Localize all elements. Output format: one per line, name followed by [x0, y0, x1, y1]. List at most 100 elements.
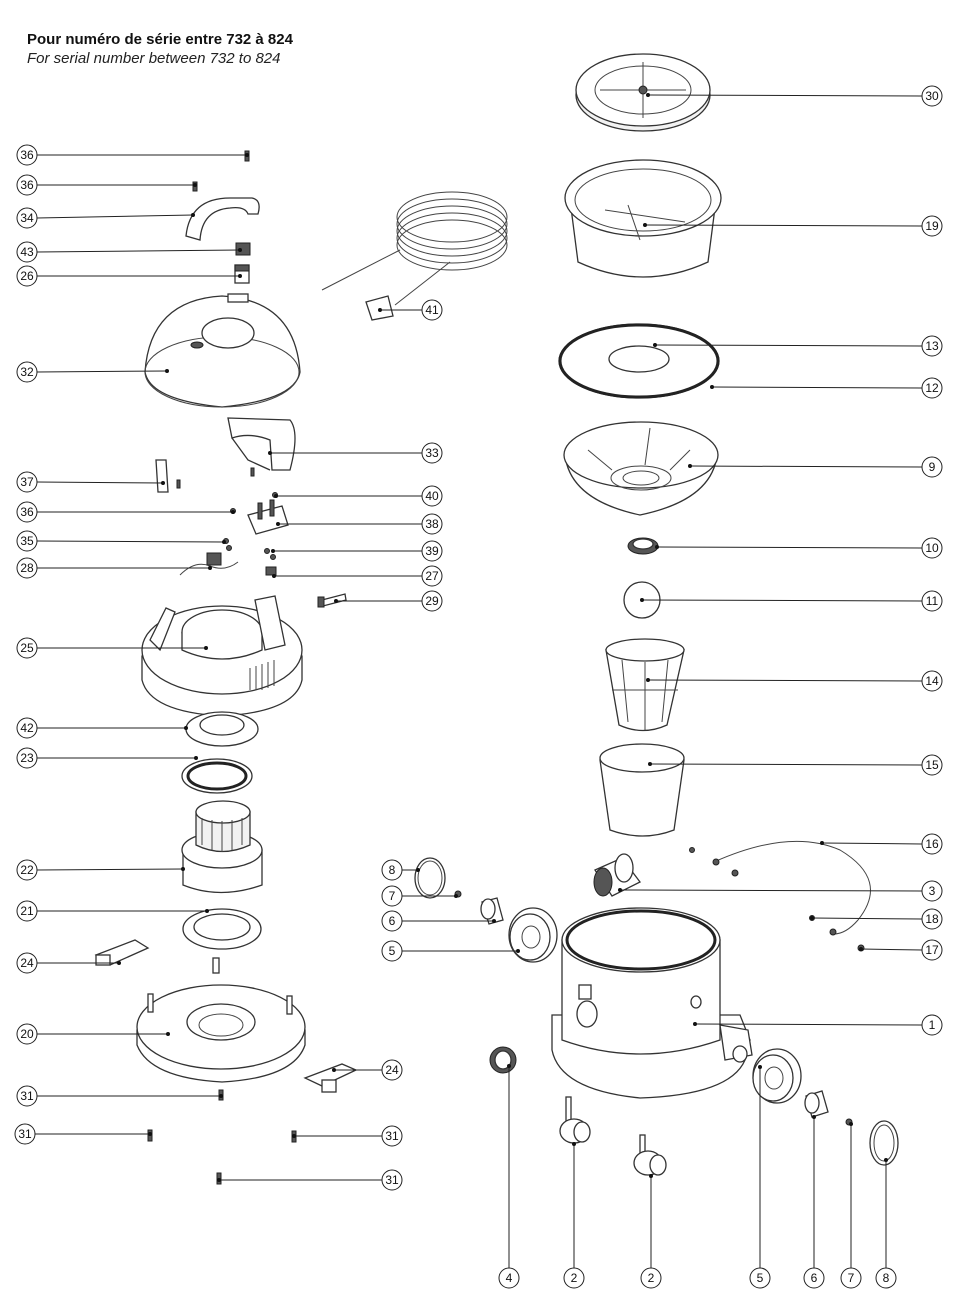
part-42-seal-ring — [185, 711, 259, 747]
part-22-motor — [181, 800, 263, 894]
part-32-motor-cover — [144, 293, 301, 408]
svg-text:6: 6 — [811, 1271, 818, 1285]
part-21-seal-ring — [182, 908, 262, 950]
part-8-cover-b — [869, 1120, 899, 1166]
callout-1: 1 — [693, 1014, 943, 1036]
part-39-27-29-small — [264, 548, 347, 608]
part-2-caster-a — [559, 1096, 591, 1144]
callout-5-a: 5 — [381, 940, 520, 962]
callout-36-a: 36 — [16, 144, 249, 166]
part-25-motor-housing — [141, 595, 303, 717]
svg-text:13: 13 — [925, 339, 939, 353]
svg-text:36: 36 — [20, 148, 34, 162]
callout-31-d: 31 — [217, 1169, 403, 1191]
svg-text:11: 11 — [926, 594, 939, 608]
callout-30: 30 — [646, 85, 943, 107]
part-24-latch-b — [303, 1063, 358, 1093]
callout-37: 37 — [16, 471, 165, 493]
svg-text:28: 28 — [20, 561, 34, 575]
callout-31-c: 31 — [292, 1125, 403, 1147]
svg-text:2: 2 — [571, 1271, 578, 1285]
part-33-switch-housing — [227, 417, 296, 477]
callout-36-b: 36 — [16, 174, 197, 196]
part-38-terminal-block — [230, 492, 289, 535]
callout-36-c: 36 — [16, 501, 235, 523]
header: Pour numéro de série entre 732 à 824 For… — [27, 30, 293, 68]
callout-2-a: 2 — [563, 1142, 585, 1289]
callout-41: 41 — [378, 299, 443, 321]
part-24-latch-a — [94, 939, 150, 966]
svg-text:32: 32 — [20, 365, 34, 379]
svg-text:24: 24 — [20, 956, 34, 970]
callout-23: 23 — [16, 747, 198, 769]
svg-text:19: 19 — [925, 219, 939, 233]
part-4-cap — [489, 1046, 517, 1074]
callout-8-a: 8 — [381, 859, 420, 881]
svg-text:10: 10 — [925, 541, 939, 555]
part-31-screws — [147, 1089, 297, 1185]
callout-43: 43 — [16, 241, 242, 263]
svg-text:31: 31 — [385, 1173, 399, 1187]
svg-text:26: 26 — [20, 269, 34, 283]
callout-40: 40 — [274, 485, 443, 507]
svg-text:42: 42 — [20, 721, 34, 735]
callout-32: 32 — [16, 361, 169, 383]
svg-text:31: 31 — [18, 1127, 32, 1141]
svg-text:2: 2 — [648, 1271, 655, 1285]
callout-39: 39 — [271, 540, 443, 562]
callout-14: 14 — [646, 670, 943, 692]
svg-text:36: 36 — [20, 505, 34, 519]
svg-text:41: 41 — [425, 303, 439, 317]
callout-8-b: 8 — [875, 1158, 897, 1289]
callout-4: 4 — [498, 1064, 520, 1289]
callout-18: 18 — [810, 908, 943, 930]
svg-text:43: 43 — [20, 245, 34, 259]
callout-9: 9 — [688, 456, 943, 478]
svg-text:15: 15 — [925, 758, 939, 772]
part-9-filter-basket-top — [563, 421, 719, 516]
part-10-ring — [627, 537, 659, 555]
svg-text:7: 7 — [389, 889, 396, 903]
callout-6-b: 6 — [803, 1115, 825, 1289]
part-36-screw-top — [192, 150, 250, 192]
callout-22: 22 — [16, 859, 185, 881]
part-1-tank-base — [551, 907, 753, 1099]
callout-26: 26 — [16, 265, 242, 287]
svg-text:14: 14 — [925, 674, 939, 688]
callout-17: 17 — [859, 939, 943, 961]
part-6-nozzle — [480, 897, 504, 925]
svg-text:22: 22 — [20, 863, 34, 877]
svg-text:6: 6 — [389, 914, 396, 928]
callout-6-a: 6 — [381, 910, 496, 932]
callout-7-a: 7 — [381, 885, 458, 907]
callout-34: 34 — [16, 207, 195, 229]
part-43-clip — [235, 242, 251, 256]
svg-text:8: 8 — [389, 863, 396, 877]
callout-27: 27 — [272, 565, 443, 587]
svg-text:25: 25 — [20, 641, 34, 655]
callout-13: 13 — [653, 335, 943, 357]
part-23-seal-ring — [181, 758, 253, 794]
svg-text:12: 12 — [925, 381, 939, 395]
svg-text:3: 3 — [929, 884, 936, 898]
callout-28: 28 — [16, 557, 212, 579]
callout-38: 38 — [276, 513, 443, 535]
svg-text:4: 4 — [506, 1271, 513, 1285]
callout-24-a: 24 — [16, 952, 121, 974]
svg-text:35: 35 — [20, 534, 34, 548]
svg-text:17: 17 — [925, 943, 939, 957]
svg-text:34: 34 — [20, 211, 34, 225]
callout-12: 12 — [710, 377, 943, 399]
svg-text:33: 33 — [425, 446, 439, 460]
callout-11: 11 — [640, 590, 943, 612]
callout-21: 21 — [16, 900, 209, 922]
part-30-lid-cover — [575, 53, 711, 132]
callout-33: 33 — [268, 442, 443, 464]
callout-31-b: 31 — [14, 1123, 152, 1145]
callout-42: 42 — [16, 717, 188, 739]
svg-text:5: 5 — [757, 1271, 764, 1285]
part-8-o-ring — [414, 857, 446, 899]
svg-text:40: 40 — [425, 489, 439, 503]
svg-text:16: 16 — [925, 837, 939, 851]
svg-text:37: 37 — [20, 475, 34, 489]
